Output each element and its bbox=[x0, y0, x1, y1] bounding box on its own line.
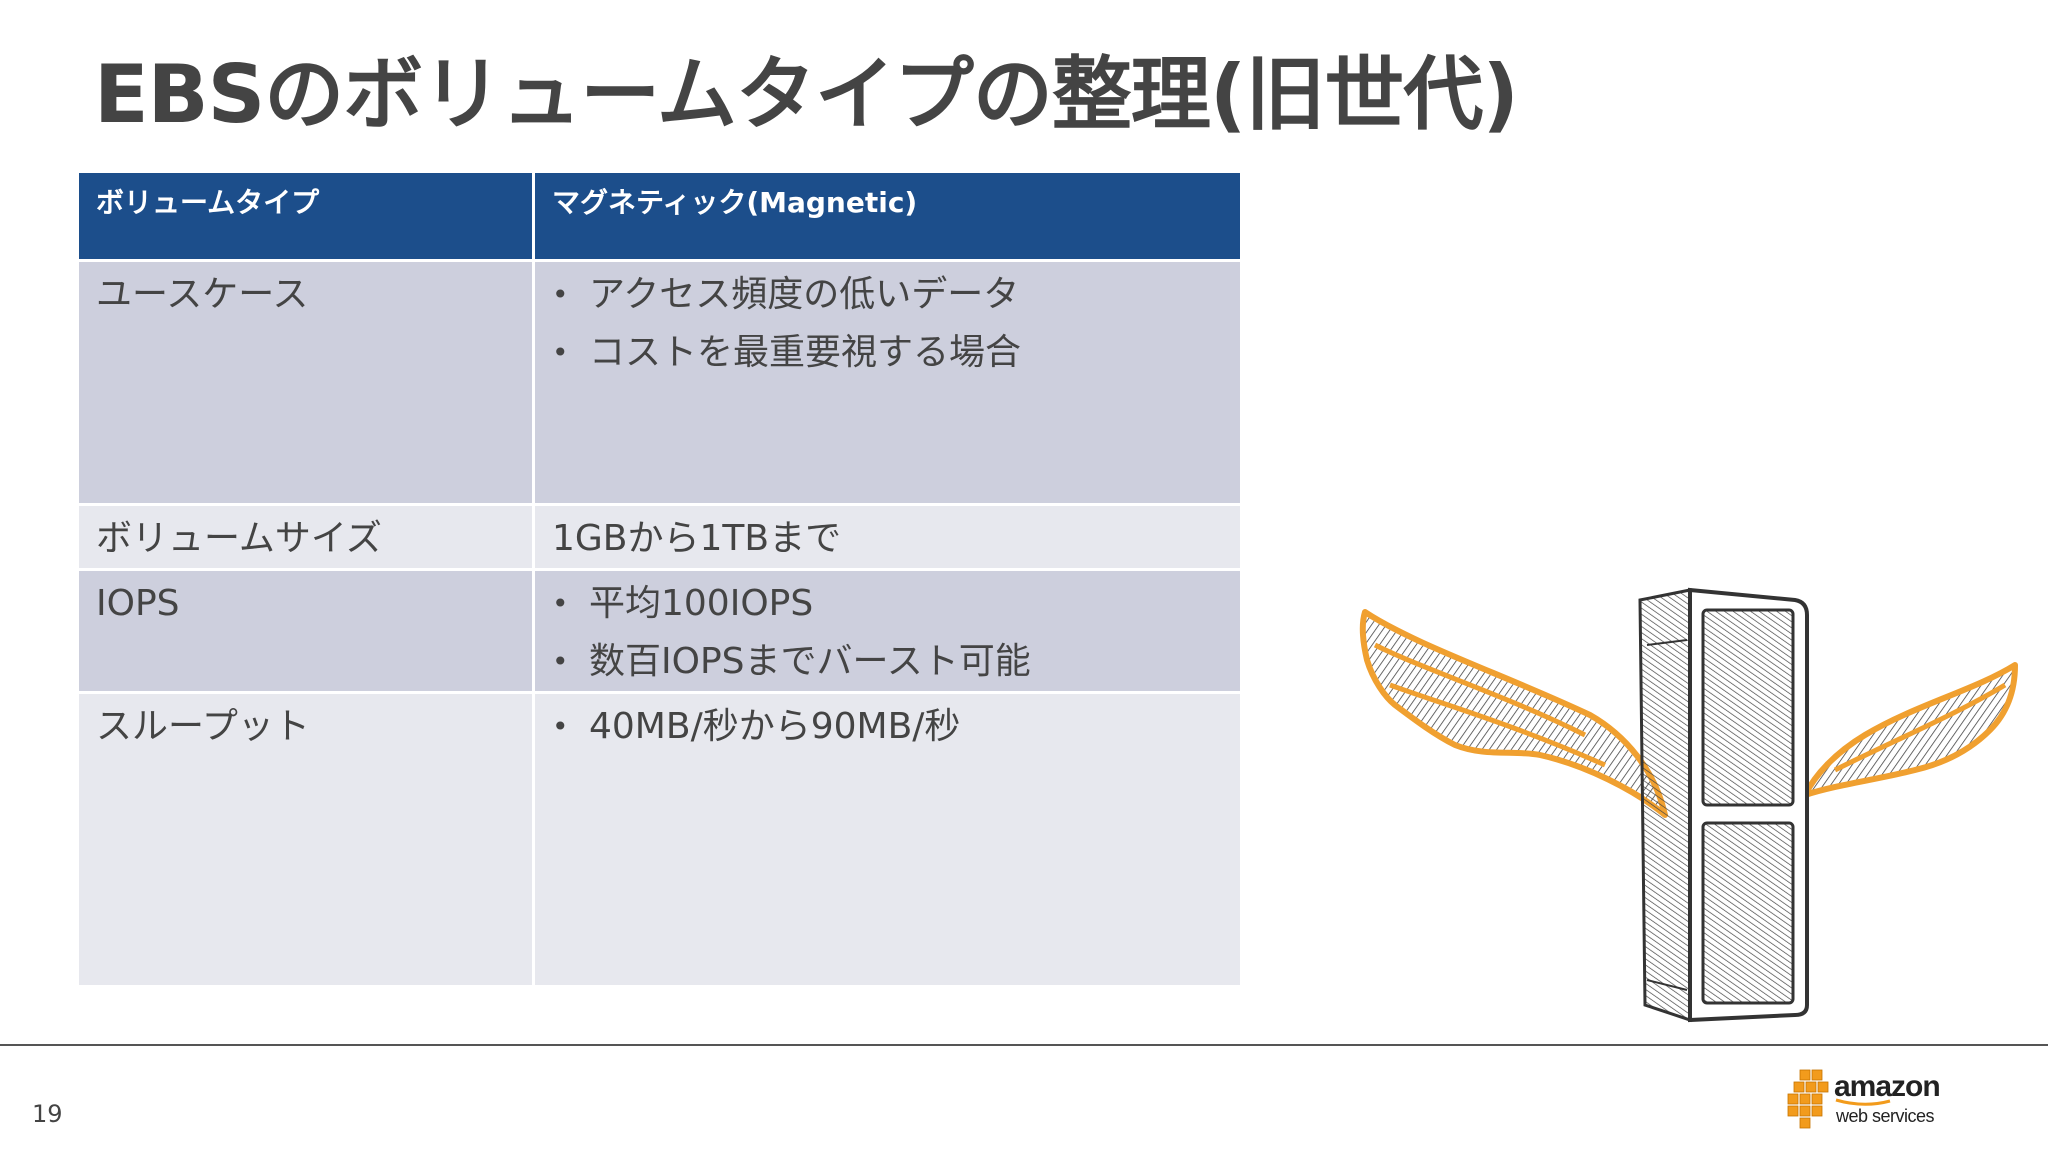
logo-smile-icon bbox=[1835, 1098, 1891, 1106]
table-header-row: ボリュームタイプ マグネティック(Magnetic) bbox=[76, 173, 1243, 262]
logo-amazon-text: amazon bbox=[1834, 1070, 1941, 1103]
volume-type-table: ボリュームタイプ マグネティック(Magnetic) ユースケース アクセス頻度… bbox=[76, 173, 1243, 988]
bullet-item: 数百IOPSまでバースト可能 bbox=[552, 633, 1240, 691]
header-magnetic: マグネティック(Magnetic) bbox=[532, 173, 1243, 262]
row-value-iops: 平均100IOPS 数百IOPSまでバースト可能 bbox=[532, 567, 1243, 694]
table-row-throughput: スループット 40MB/秒から90MB/秒 bbox=[76, 690, 1243, 988]
bullet-item: 40MB/秒から90MB/秒 bbox=[552, 698, 1240, 756]
left-wing-icon bbox=[1359, 609, 1668, 818]
row-label-throughput: スループット bbox=[76, 690, 535, 988]
footer-divider bbox=[0, 1044, 2048, 1046]
row-label-iops: IOPS bbox=[76, 567, 535, 694]
header-volume-type: ボリュームタイプ bbox=[76, 173, 535, 262]
slide-title: EBSのボリュームタイプの整理(旧世代) bbox=[94, 48, 1519, 141]
table-row-iops: IOPS 平均100IOPS 数百IOPSまでバースト可能 bbox=[76, 567, 1243, 694]
server-tower-icon bbox=[1638, 587, 1809, 1023]
table-row-volume-size: ボリュームサイズ 1GBから1TBまで bbox=[76, 502, 1243, 571]
aws-logo: amazon web services bbox=[1786, 1068, 1956, 1132]
page-number: 19 bbox=[32, 1100, 63, 1128]
row-value-use-case: アクセス頻度の低いデータ コストを最重要視する場合 bbox=[532, 258, 1243, 506]
bullet-item: コストを最重要視する場合 bbox=[552, 324, 1240, 382]
row-label-use-case: ユースケース bbox=[76, 258, 535, 506]
row-label-volume-size: ボリュームサイズ bbox=[76, 502, 535, 571]
right-wing-icon bbox=[1802, 662, 2018, 798]
bullet-item: 平均100IOPS bbox=[552, 575, 1240, 633]
logo-webservices-text: web services bbox=[1836, 1106, 1935, 1126]
winged-server-tower-icon bbox=[1359, 587, 2018, 1023]
table-row-use-case: ユースケース アクセス頻度の低いデータ コストを最重要視する場合 bbox=[76, 258, 1243, 506]
aws-cubes-icon bbox=[1787, 1069, 1829, 1129]
bullet-item: アクセス頻度の低いデータ bbox=[552, 266, 1240, 324]
row-value-volume-size: 1GBから1TBまで bbox=[532, 502, 1243, 571]
row-value-throughput: 40MB/秒から90MB/秒 bbox=[532, 690, 1243, 988]
